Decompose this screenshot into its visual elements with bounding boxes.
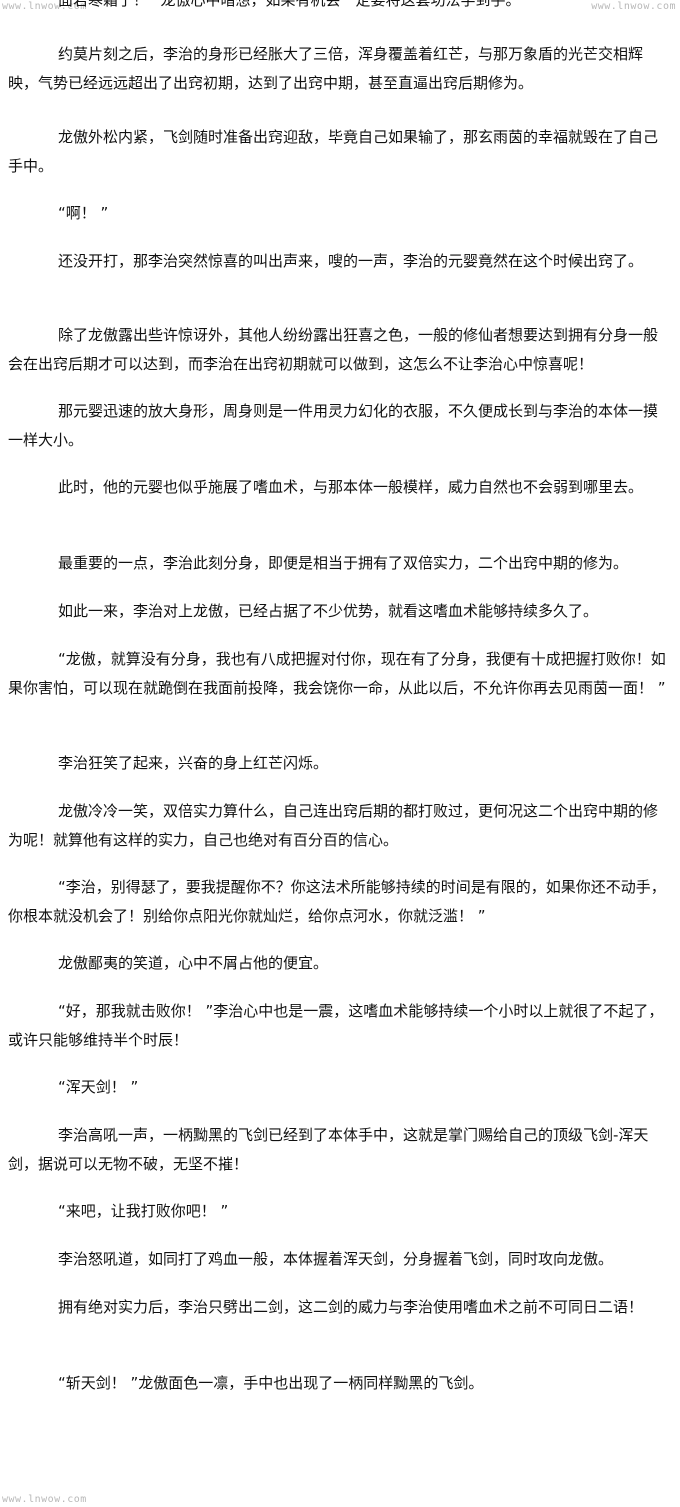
watermark-top-left: www.lnwow.com [2, 1, 87, 12]
paragraph: “斩天剑！ ”龙傲面色一凛，手中也出现了一柄同样黝黑的飞剑。 [58, 1374, 484, 1392]
paragraph: “好，那我就击败你！ ”李治心中也是一震，这嗜血术能够持续一个小时以上就很了不起… [8, 1002, 664, 1049]
paragraph: 龙傲冷冷一笑，双倍实力算什么，自己连出窍后期的都打败过，更何况这二个出窍中期的修… [8, 802, 659, 849]
paragraph: “来吧，让我打败你吧！ ” [58, 1202, 229, 1220]
paragraph: 李治高吼一声，一柄黝黑的飞剑已经到了本体手中，这就是掌门赐给自己的顶级飞剑-浑天… [8, 1126, 649, 1173]
paragraph: “浑天剑！ ” [58, 1078, 139, 1096]
paragraph: 那元婴迅速的放大身形，周身则是一件用灵力幻化的衣服，不久便成长到与李治的本体一摸… [8, 402, 659, 449]
paragraph: “龙傲，就算没有分身，我也有八成把握对付你，现在有了分身，我便有十成把握打败你！… [8, 650, 666, 697]
paragraph: 如此一来，李治对上龙傲，已经占据了不少优势，就看这嗜血术能够持续多久了。 [58, 602, 599, 620]
paragraph: 龙傲鄙夷的笑道，心中不屑占他的便宜。 [58, 954, 329, 972]
paragraph: 还没开打，那李治突然惊喜的叫出声来，嗖的一声，李治的元婴竟然在这个时候出窍了。 [58, 252, 644, 270]
paragraph: 李治怒吼道，如同打了鸡血一般，本体握着浑天剑，分身握着飞剑，同时攻向龙傲。 [58, 1250, 614, 1268]
paragraph: 约莫片刻之后，李治的身形已经胀大了三倍，浑身覆盖着红芒，与那万象盾的光芒交相辉映… [8, 45, 644, 92]
paragraph: 龙傲外松内紧，飞剑随时准备出窍迎敌，毕竟自己如果输了，那玄雨茵的幸福就毁在了自己… [8, 128, 659, 175]
watermark-bottom-left: www.lnwow.com [2, 1494, 87, 1505]
paragraph: “啊！ ” [58, 204, 109, 222]
paragraph: 李治狂笑了起来，兴奋的身上红芒闪烁。 [58, 754, 329, 772]
paragraph: 面若寒霜了！ ”龙傲心中暗想，如果有机会一定要将这套功法学到手。 [58, 0, 521, 9]
paragraph: “李治，别得瑟了，要我提醒你不？你这法术所能够持续的时间是有限的，如果你还不动手… [8, 878, 666, 925]
paragraph: 最重要的一点，李治此刻分身，即便是相当于拥有了双倍实力，二个出窍中期的修为。 [58, 554, 629, 572]
paragraph: 拥有绝对实力后，李治只劈出二剑，这二剑的威力与李治使用嗜血术之前不可同日二语！ [58, 1298, 644, 1316]
watermark-top-right: www.lnwow.com [591, 1, 676, 12]
paragraph: 除了龙傲露出些许惊讶外，其他人纷纷露出狂喜之色，一般的修仙者想要达到拥有分身一般… [8, 326, 659, 373]
paragraph: 此时，他的元婴也似乎施展了嗜血术，与那本体一般模样，威力自然也不会弱到哪里去。 [58, 478, 644, 496]
